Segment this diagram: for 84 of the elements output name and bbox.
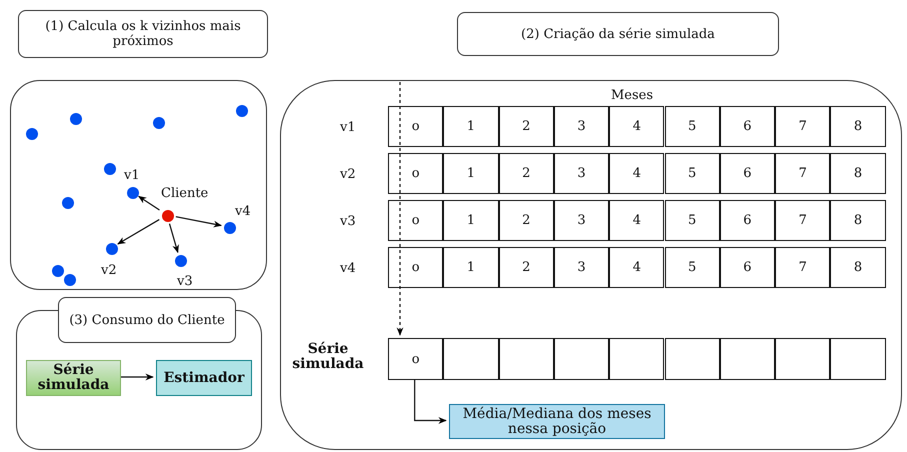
month-cell: o: [388, 106, 444, 147]
data-point: [224, 222, 236, 234]
arrow: [138, 196, 160, 211]
data-point: [64, 274, 76, 286]
point-label: v1: [124, 168, 140, 183]
month-cell: 6: [720, 247, 776, 288]
month-cell: 5: [664, 200, 720, 241]
result-box: Média/Mediana dos meses nessa posição: [449, 404, 665, 439]
month-cell: 1: [443, 200, 499, 241]
month-cell: [609, 338, 664, 380]
data-point: [153, 117, 165, 129]
point-label: v3: [177, 274, 193, 289]
arrow: [168, 223, 179, 254]
month-cell: 7: [775, 153, 830, 194]
month-cell: 1: [443, 153, 499, 194]
month-cell: [554, 338, 610, 380]
data-point: [106, 243, 118, 255]
month-cell: 5: [664, 247, 720, 288]
data-point: [236, 105, 248, 117]
data-point: [62, 197, 74, 209]
month-cell: 6: [720, 153, 776, 194]
axis-title: Meses: [611, 88, 654, 103]
arrow: [176, 216, 222, 228]
estimator-box: Estimador: [156, 360, 252, 396]
month-cell: 4: [609, 200, 664, 241]
row-label: v4: [340, 261, 356, 276]
month-cell: o: [388, 153, 444, 194]
row-label: v3: [340, 214, 356, 229]
point-label: v4: [235, 204, 251, 219]
step-title-box: (2) Criação da série simulada: [457, 12, 779, 56]
month-cell: [498, 338, 554, 380]
month-cell: 8: [830, 106, 886, 147]
row-label: v1: [340, 120, 356, 135]
month-cell: o: [388, 338, 444, 380]
data-point: [175, 255, 187, 267]
step-title-box: (3) Consumo do Cliente: [58, 297, 236, 343]
arrow: [396, 82, 404, 336]
month-cell: o: [388, 200, 444, 241]
point-label: v2: [101, 263, 117, 278]
month-cell: 2: [498, 247, 554, 288]
month-cell: [443, 338, 499, 380]
arrow: [120, 374, 154, 380]
month-cell: [775, 338, 830, 380]
row-label: Série simulada: [291, 342, 365, 372]
month-cell: [664, 338, 720, 380]
month-cell: 2: [498, 106, 554, 147]
month-cell: 6: [720, 106, 776, 147]
panel: [280, 80, 902, 450]
month-cell: 3: [554, 200, 610, 241]
month-cell: 3: [554, 106, 610, 147]
data-point: [26, 128, 38, 140]
month-cell: 7: [775, 247, 830, 288]
month-cell: 5: [664, 153, 720, 194]
month-cell: 8: [830, 200, 886, 241]
month-cell: 3: [554, 153, 610, 194]
row-label: v2: [340, 167, 356, 182]
month-cell: 8: [830, 153, 886, 194]
month-cell: 7: [775, 106, 830, 147]
month-cell: 2: [498, 200, 554, 241]
month-cell: 4: [609, 247, 664, 288]
data-point: [104, 163, 116, 175]
month-cell: 1: [443, 247, 499, 288]
month-cell: 4: [609, 106, 664, 147]
client-point: [162, 210, 174, 222]
month-cell: 7: [775, 200, 830, 241]
panel: [10, 80, 267, 290]
data-point: [70, 113, 82, 125]
month-cell: o: [388, 247, 444, 288]
data-point: [52, 265, 64, 277]
arrow: [117, 219, 160, 244]
point-label: Cliente: [161, 186, 208, 201]
month-cell: 2: [498, 153, 554, 194]
month-cell: [720, 338, 776, 380]
series-box: Série simulada: [26, 360, 121, 396]
data-point: [127, 187, 139, 199]
month-cell: 5: [664, 106, 720, 147]
arrow: [414, 379, 447, 424]
month-cell: 8: [830, 247, 886, 288]
month-cell: [830, 338, 886, 380]
month-cell: 4: [609, 153, 664, 194]
month-cell: 3: [554, 247, 610, 288]
month-cell: 6: [720, 200, 776, 241]
step-title-box: (1) Calcula os k vizinhos mais próximos: [18, 10, 268, 58]
month-cell: 1: [443, 106, 499, 147]
